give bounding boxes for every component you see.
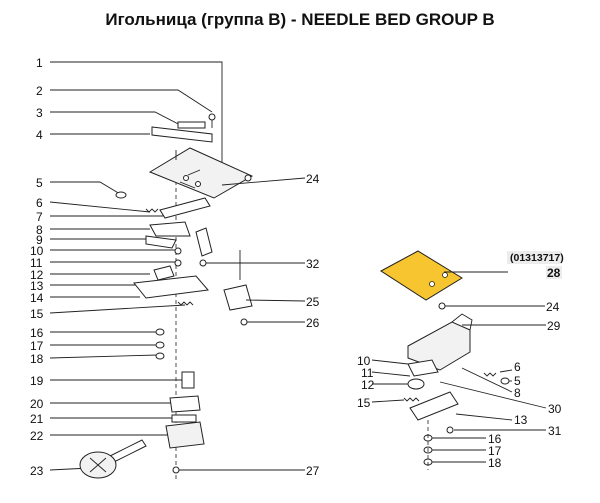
label-5-right: 5	[514, 374, 521, 388]
label-14: 14	[30, 291, 44, 305]
leader-30	[439, 381, 547, 409]
knob-part-19	[181, 371, 195, 389]
leader-6	[49, 201, 151, 213]
label-13: 13	[30, 279, 44, 293]
label-19: 19	[30, 374, 44, 388]
block-part-22	[165, 421, 205, 449]
part-code-box	[507, 251, 562, 264]
label-28-box	[546, 266, 562, 279]
label-17: 17	[30, 339, 44, 353]
label-12: 12	[30, 268, 44, 282]
leader-18	[49, 354, 159, 359]
leader-24-left	[221, 177, 306, 186]
plate-part-14	[133, 275, 209, 299]
washer-part-5-right	[500, 377, 510, 385]
label-11: 11	[30, 256, 43, 270]
plate-part-4	[151, 126, 213, 143]
label-1: 1	[36, 56, 43, 70]
part-code: (01313717)	[510, 252, 564, 264]
label-6-right: 6	[514, 360, 521, 374]
leader-13-right	[455, 413, 513, 421]
plate-part-3	[177, 121, 206, 129]
leader-15	[49, 304, 186, 314]
label-10: 10	[30, 244, 44, 258]
label-6: 6	[36, 196, 43, 210]
label-24-right: 24	[546, 300, 560, 314]
leader-15-right	[371, 399, 405, 403]
plate-part-13-right	[409, 391, 459, 421]
screw-part-2	[208, 113, 216, 128]
slide-part-7	[159, 197, 211, 219]
spring-part-15	[177, 301, 194, 306]
label-32: 32	[306, 257, 320, 271]
label-2: 2	[36, 84, 43, 98]
label-11-right: 11	[361, 366, 374, 380]
washer-part-16	[155, 328, 165, 336]
leader-3	[50, 111, 187, 129]
label-29: 29	[547, 319, 561, 333]
label-12-right: 12	[361, 378, 375, 392]
plate-part-21	[171, 414, 197, 423]
label-7: 7	[36, 210, 43, 224]
label-15: 15	[30, 307, 44, 321]
cam-part-12	[153, 265, 175, 281]
washer-part-18	[155, 352, 165, 360]
left-assembly: 1 2 3 4 5 6 7 8 9 10 11 12 13 14 15 16 1…	[30, 56, 320, 480]
label-23: 23	[30, 464, 44, 478]
spring-part-6	[145, 208, 159, 213]
washer-part-17	[155, 341, 165, 349]
label-21: 21	[30, 412, 44, 426]
label-8: 8	[36, 223, 43, 237]
label-17-right: 17	[488, 444, 502, 458]
leader-1	[50, 61, 223, 190]
leader-6-right	[499, 369, 513, 373]
label-27: 27	[306, 464, 320, 478]
label-25: 25	[306, 295, 320, 309]
spring-part-6-right	[483, 372, 497, 377]
label-10-right: 10	[357, 354, 371, 368]
page-title: Игольница (группа B) - NEEDLE BED GROUP …	[105, 10, 495, 29]
label-3: 3	[36, 106, 43, 120]
lever-part-9	[145, 235, 177, 249]
label-24-left: 24	[306, 172, 320, 186]
cam-part-12-right	[407, 378, 425, 390]
left-assembly-right-labels: 24 32 25 26 27	[306, 172, 320, 478]
lever-part-8	[149, 221, 191, 237]
bracket-part-25	[223, 284, 253, 311]
handle-part-23	[79, 439, 147, 479]
label-4: 4	[36, 128, 43, 142]
label-20: 20	[30, 397, 44, 411]
label-26: 26	[306, 316, 320, 330]
fork-part	[195, 227, 213, 257]
label-9: 9	[36, 233, 43, 247]
label-28: 28	[547, 266, 561, 280]
highlighted-plate-part-28	[380, 250, 463, 301]
label-16: 16	[30, 326, 44, 340]
left-labels: 1 2 3 4 5 6 7 8 9 10 11 12 13 14 15 16 1…	[30, 56, 44, 478]
leader-5	[50, 181, 121, 195]
right-assembly: (01313717) 28 24 29	[357, 250, 564, 470]
spring-part-15-right	[403, 397, 420, 402]
label-18: 18	[30, 352, 44, 366]
label-22: 22	[30, 429, 44, 443]
leader-25	[245, 299, 306, 302]
leader-2	[50, 89, 213, 113]
washer-part-5	[115, 191, 127, 199]
label-16-right: 16	[488, 432, 502, 446]
leader-11-right	[371, 371, 411, 377]
label-31: 31	[548, 424, 562, 438]
label-15-right: 15	[357, 396, 371, 410]
label-8-right: 8	[514, 386, 521, 400]
bracket-part-20	[169, 395, 201, 413]
label-5: 5	[36, 176, 43, 190]
label-30: 30	[548, 402, 562, 416]
leader-8-right	[461, 367, 513, 393]
base-plate	[148, 147, 254, 199]
leader-10-right	[371, 359, 409, 365]
label-13-right: 13	[514, 413, 528, 427]
label-18-right: 18	[488, 456, 502, 470]
lever-part-10-right	[407, 359, 439, 377]
